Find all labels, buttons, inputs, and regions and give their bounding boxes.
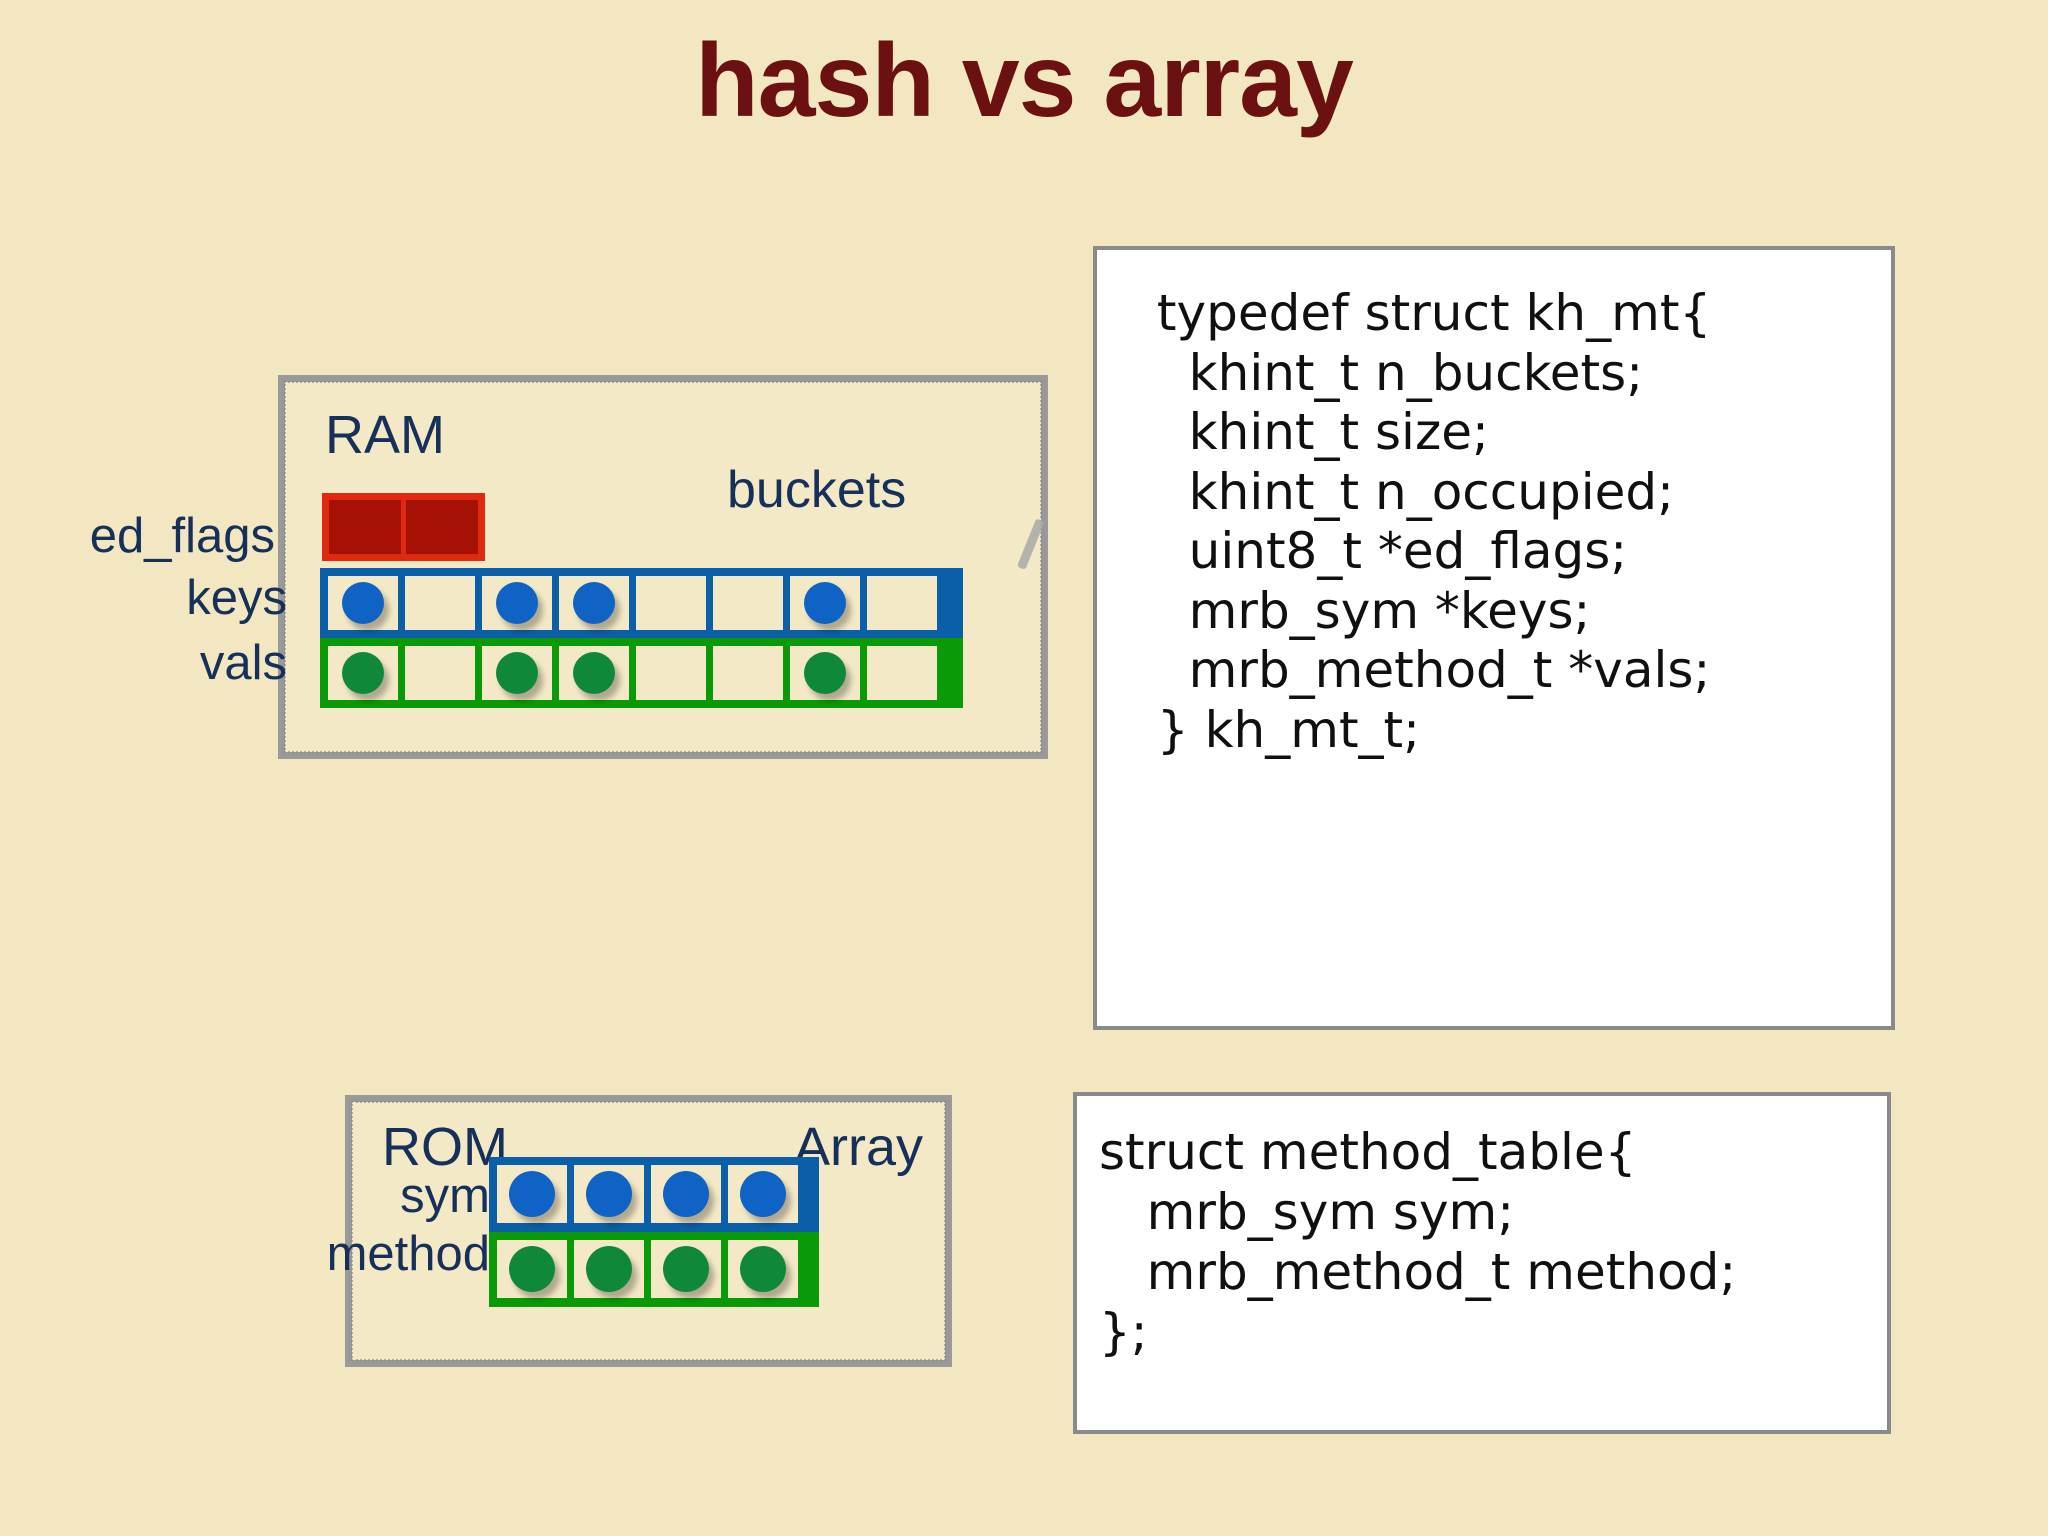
array-code-line: struct method_table{ (1099, 1123, 1637, 1181)
array-code-line: mrb_sym sym; (1099, 1183, 1515, 1241)
method-array-cell (574, 1240, 644, 1298)
value-dot-icon (573, 652, 615, 694)
key-dot-icon (804, 582, 846, 624)
method-array-row (489, 1232, 819, 1307)
hash-code-line: } kh_mt_t; (1141, 700, 1421, 759)
vals-bucket-cell (636, 646, 706, 700)
value-dot-icon (663, 1246, 709, 1292)
keys-bucket-cell (636, 576, 706, 630)
keys-bucket-row (320, 568, 963, 638)
value-dot-icon (496, 652, 538, 694)
row-label-ed-flags: ed_flags (89, 509, 275, 563)
hash-code-line: khint_t n_occupied; (1141, 462, 1674, 521)
keys-bucket-cell (482, 576, 552, 630)
value-dot-icon (804, 652, 846, 694)
sym-array-cell (574, 1165, 644, 1223)
hash-code-line: uint8_t *ed_flags; (1141, 522, 1628, 580)
rom-container: ROM Array (345, 1095, 952, 1367)
hash-code-line: khint_t size; (1141, 403, 1489, 461)
value-dot-icon (509, 1246, 555, 1292)
code-panel-array-struct: struct method_table{ mrb_sym sym; mrb_me… (1073, 1092, 1891, 1434)
sym-array-cell (651, 1165, 721, 1223)
key-dot-icon (573, 582, 615, 624)
key-dot-icon (496, 582, 538, 624)
row-label-sym: sym (400, 1169, 490, 1223)
key-dot-icon (740, 1171, 786, 1217)
ram-caption-label: RAM (325, 405, 445, 465)
ed-flags-cell (329, 500, 401, 554)
keys-bucket-cell (405, 576, 475, 630)
ed-flags-block (322, 493, 485, 561)
key-dot-icon (663, 1171, 709, 1217)
method-array-cell (651, 1240, 721, 1298)
array-code-line: mrb_method_t method; (1099, 1243, 1737, 1301)
rom-caption-label: ROM (382, 1117, 508, 1177)
sym-array-cell (497, 1165, 567, 1223)
page-title: hash vs array (695, 23, 1354, 139)
buckets-callout-label: buckets (727, 461, 907, 519)
key-dot-icon (342, 582, 384, 624)
method-array-cell (728, 1240, 798, 1298)
value-dot-icon (740, 1246, 786, 1292)
array-code-line: }; (1099, 1303, 1148, 1361)
key-dot-icon (586, 1171, 632, 1217)
vals-bucket-cell (405, 646, 475, 700)
vals-bucket-cell (790, 646, 860, 700)
hash-code-line: khint_t n_buckets; (1141, 343, 1644, 402)
row-label-keys: keys (186, 571, 287, 625)
keys-bucket-cell (328, 576, 398, 630)
value-dot-icon (586, 1246, 632, 1292)
row-label-method: method (326, 1227, 490, 1281)
hash-code-line: typedef struct kh_mt{ (1141, 284, 1712, 342)
keys-bucket-cell (559, 576, 629, 630)
keys-bucket-cell (867, 576, 937, 630)
row-label-vals: vals (199, 636, 287, 690)
hash-code-line: mrb_method_t *vals; (1141, 641, 1711, 699)
vals-bucket-cell (867, 646, 937, 700)
vals-bucket-cell (713, 646, 783, 700)
sym-array-cell (728, 1165, 798, 1223)
value-dot-icon (342, 652, 384, 694)
key-dot-icon (509, 1171, 555, 1217)
vals-bucket-cell (482, 646, 552, 700)
code-panel-hash-struct: typedef struct kh_mt{ khint_t n_buckets;… (1093, 246, 1895, 1030)
ed-flags-cell (406, 500, 478, 554)
method-array-cell (497, 1240, 567, 1298)
keys-bucket-cell (713, 576, 783, 630)
hash-code-line: mrb_sym *keys; (1141, 581, 1591, 640)
keys-bucket-cell (790, 576, 860, 630)
vals-bucket-row (320, 638, 963, 708)
sym-array-row (489, 1157, 819, 1232)
vals-bucket-cell (559, 646, 629, 700)
vals-bucket-cell (328, 646, 398, 700)
